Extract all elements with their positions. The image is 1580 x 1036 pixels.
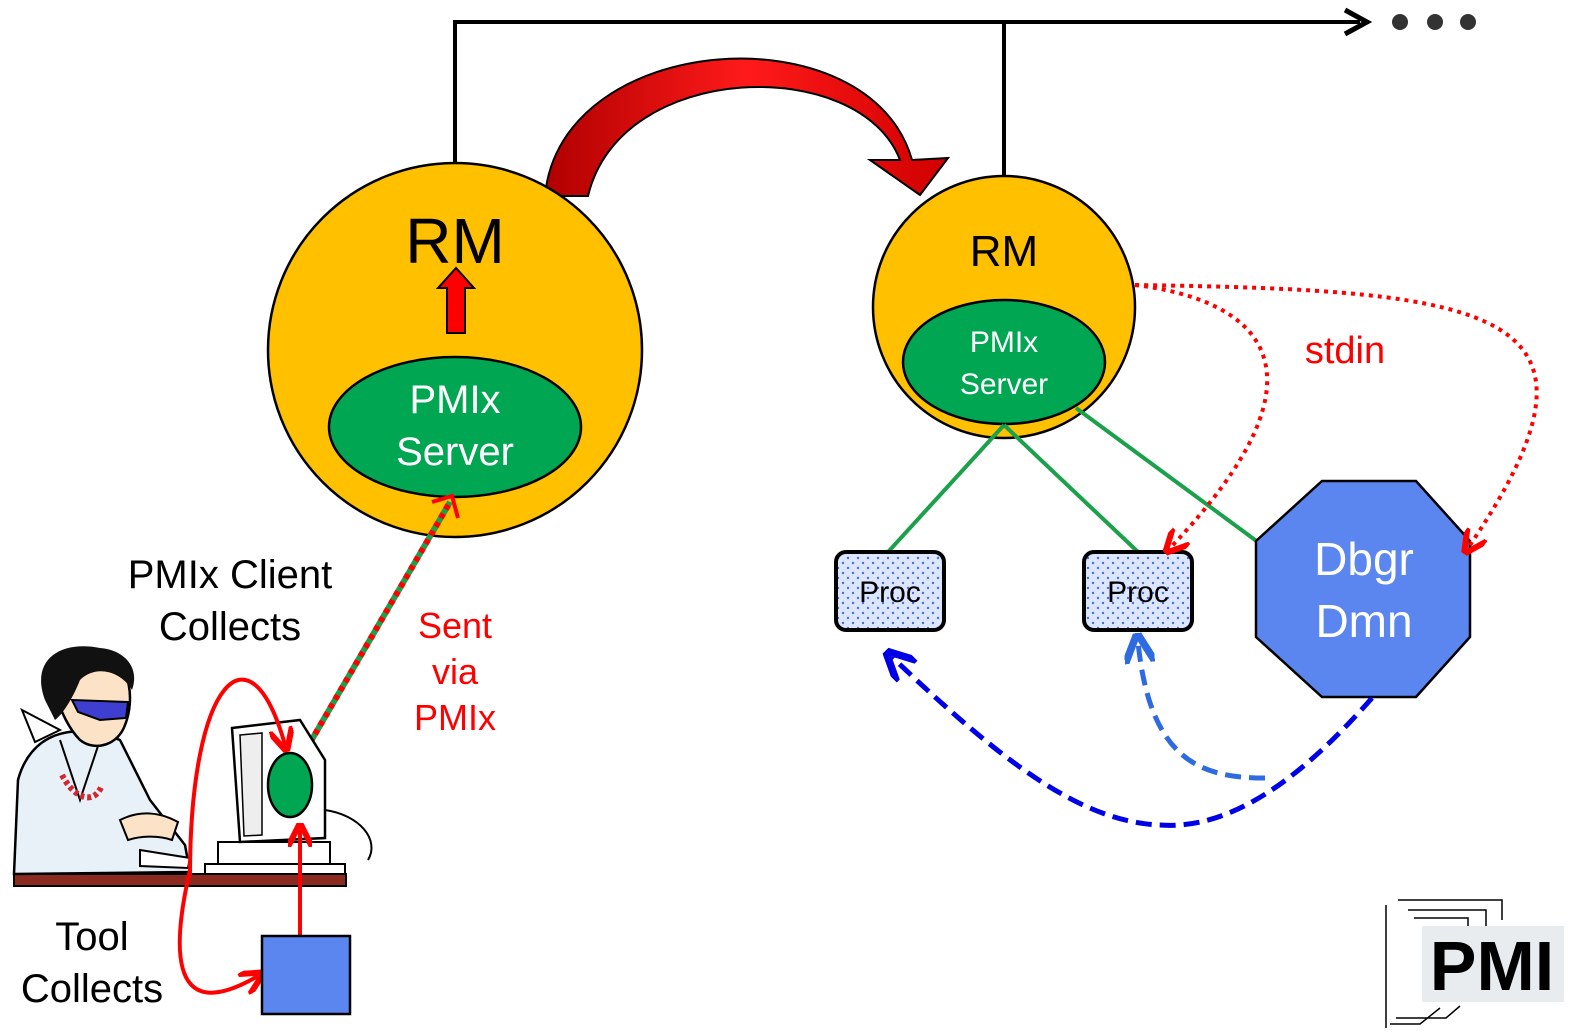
proc-box-2: Proc xyxy=(1082,550,1194,632)
pmix-client-oval xyxy=(266,751,314,819)
tool-collects-label-line2: Collects xyxy=(21,967,163,1011)
tool-box xyxy=(260,934,352,1016)
stdin-arrows xyxy=(1134,283,1539,548)
proc-label-2: Proc xyxy=(1107,576,1169,609)
left-rm-node: RM PMIx Server xyxy=(266,161,644,539)
migration-arrow xyxy=(543,57,951,197)
debugger-label-line1: Dbgr xyxy=(1314,533,1414,585)
proc-box-1: Proc xyxy=(834,550,946,632)
network-lines xyxy=(453,7,1373,200)
right-server-label-line2: Server xyxy=(960,368,1048,401)
pmi-logo: PMI xyxy=(1385,899,1564,1028)
up-arrow-icon xyxy=(435,266,477,334)
sent-label-line1: Sent xyxy=(418,605,492,646)
left-rm-label: RM xyxy=(405,205,505,277)
right-pmix-server xyxy=(901,298,1107,426)
server-connections xyxy=(886,406,1268,554)
right-rm-node: RM PMIx Server xyxy=(871,174,1137,440)
pmi-logo-text: PMI xyxy=(1430,927,1554,1005)
sent-label-line2: via xyxy=(432,651,479,692)
debugger-daemon: Dbgr Dmn xyxy=(1254,479,1472,699)
ellipsis-dots-icon xyxy=(1392,14,1476,30)
collect-arrows xyxy=(177,677,300,993)
debugger-label-line2: Dmn xyxy=(1315,595,1412,647)
left-pmix-server xyxy=(327,355,583,499)
right-server-label-line1: PMIx xyxy=(970,326,1038,359)
debugger-attach-arrows xyxy=(892,642,1374,828)
proc-label-1: Proc xyxy=(859,576,921,609)
left-server-label-line2: Server xyxy=(396,430,514,474)
right-rm-label: RM xyxy=(970,227,1038,276)
client-collects-label-line2: Collects xyxy=(159,605,301,649)
tool-collects-label-line1: Tool xyxy=(55,915,128,959)
left-server-label-line1: PMIx xyxy=(409,378,500,422)
user-at-computer-illustration xyxy=(12,646,373,887)
sent-via-pmix-arrow xyxy=(297,493,460,762)
network-arrow-icon xyxy=(1343,7,1373,37)
client-collects-label-line1: PMIx Client xyxy=(128,553,333,597)
stdin-label: stdin xyxy=(1305,330,1385,372)
sent-label-line3: PMIx xyxy=(414,697,496,738)
